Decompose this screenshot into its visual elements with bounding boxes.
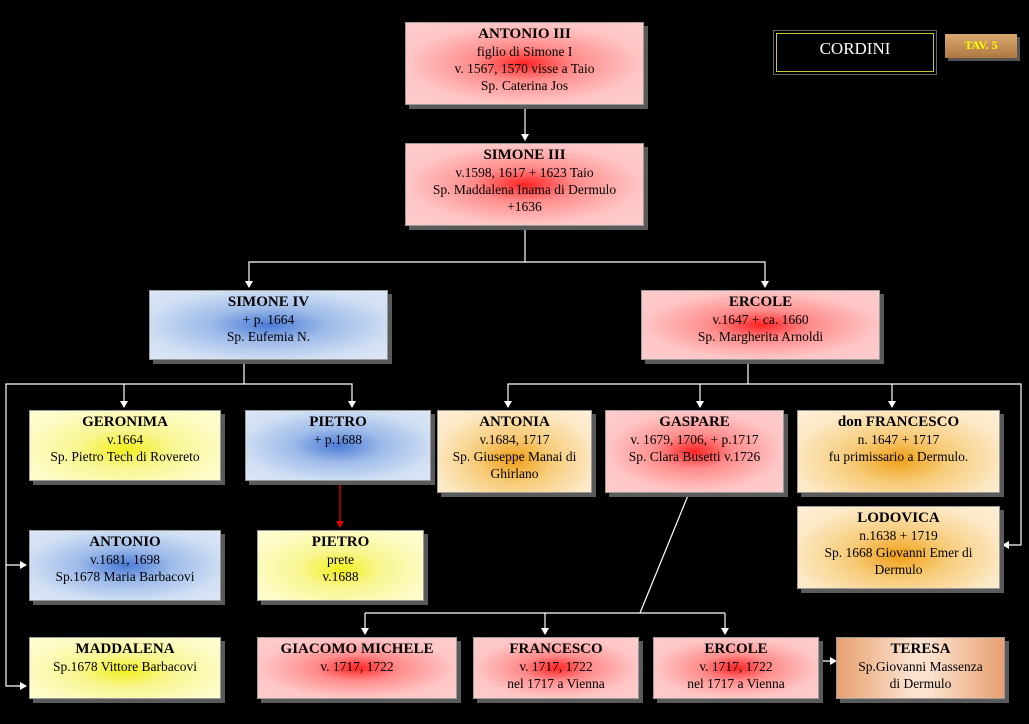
connector (120, 360, 245, 408)
person-simone-iii: SIMONE III v.1598, 1617 + 1623 Taio Sp. … (405, 143, 644, 226)
person-detail: Sp. Eufemia N. (226, 329, 311, 344)
connector (504, 360, 749, 408)
person-antonia: ANTONIA v.1684, 1717 Sp. Giuseppe Manai … (437, 410, 592, 493)
person-name: PIETRO (311, 534, 370, 550)
person-giacomo-michele: GIACOMO MICHELE v. 1717, 1722 (257, 637, 457, 699)
person-name: LODOVICA (857, 510, 940, 526)
person-name: PIETRO (309, 414, 367, 430)
person-name: MADDALENA (75, 641, 175, 657)
person-detail: Sp. Margherita Arnoldi (697, 329, 824, 344)
person-detail: Sp. Pietro Tech di Rovereto (50, 449, 200, 464)
person-name: GASPARE (659, 414, 730, 430)
person-detail: Dermulo (874, 562, 923, 577)
person-detail: v. 1567, 1570 visse a Taio (454, 61, 595, 76)
person-detail: Sp. Clara Busetti v.1726 (628, 449, 761, 464)
connector (639, 492, 690, 614)
person-ercole-1: ERCOLE v.1647 + ca. 1660 Sp. Margherita … (641, 290, 880, 360)
person-detail: v.1647 + ca. 1660 (712, 312, 809, 327)
person-name: ANTONIA (479, 414, 550, 430)
person-name: ERCOLE (728, 294, 793, 310)
person-detail: v. 1717, 1722 (699, 659, 773, 674)
person-detail: Sp.1678 Vittore Barbacovi (52, 659, 198, 674)
connector (5, 383, 124, 690)
person-detail: + p.1688 (313, 432, 363, 447)
family-title: CORDINI (773, 30, 937, 75)
person-detail: nel 1717 a Vienna (507, 676, 605, 691)
person-name: SIMONE IV (227, 294, 310, 310)
person-simone-iv: SIMONE IV + p. 1664 Sp. Eufemia N. (149, 290, 388, 360)
person-detail: n. 1647 + 1717 (857, 432, 940, 447)
person-detail: Sp.1678 Maria Barbacovi (55, 569, 195, 584)
person-name: GERONIMA (82, 414, 168, 430)
person-name: ERCOLE (704, 641, 768, 657)
person-detail: v. 1679, 1706, + p.1717 (630, 432, 759, 447)
person-detail: nel 1717 a Vienna (687, 676, 785, 691)
person-lodovica: LODOVICA n.1638 + 1719 Sp. 1668 Giovanni… (797, 506, 1000, 589)
person-detail: v. 1717, 1722 (519, 659, 593, 674)
person-name: SIMONE III (483, 147, 566, 163)
person-detail: v. 1717, 1722 (320, 659, 394, 674)
person-detail: v.1598, 1617 + 1623 Taio (455, 165, 594, 180)
person-detail: Sp. Maddalena Inama di Dermulo (432, 182, 617, 197)
person-name: ANTONIO III (478, 26, 571, 42)
person-detail: Ghirlano (490, 466, 539, 481)
person-detail: Sp. Giuseppe Manai di (452, 449, 577, 464)
person-francesco: FRANCESCO v. 1717, 1722 nel 1717 a Vienn… (473, 637, 639, 699)
person-name: TERESA (890, 641, 951, 657)
person-detail: +1636 (507, 199, 542, 214)
connector (245, 226, 526, 288)
person-detail: v.1684, 1717 (479, 432, 550, 447)
connector (892, 383, 1022, 549)
person-don-francesco: don FRANCESCO n. 1647 + 1717 fu primissa… (797, 410, 1000, 493)
person-detail: Sp.Giovanni Massenza (858, 659, 983, 674)
person-ercole-2: ERCOLE v. 1717, 1722 nel 1717 a Vienna (653, 637, 819, 699)
person-maddalena: MADDALENA Sp.1678 Vittore Barbacovi (29, 637, 221, 699)
person-detail: + p. 1664 (242, 312, 295, 327)
person-name: GIACOMO MICHELE (280, 641, 434, 657)
person-name: don FRANCESCO (837, 414, 960, 430)
person-detail: figlio di Simone I (476, 44, 573, 59)
person-pietro-2: PIETRO prete v.1688 (257, 530, 424, 601)
person-detail: prete (327, 552, 354, 567)
connector (748, 383, 896, 408)
person-antonio-2: ANTONIO v.1681, 1698 Sp.1678 Maria Barba… (29, 530, 221, 601)
person-name: ANTONIO (89, 534, 161, 550)
person-detail: Sp. Caterina Jos (480, 78, 569, 93)
person-detail: v.1681, 1698 (90, 552, 160, 567)
person-detail: fu primissario a Dermulo. (828, 449, 969, 464)
person-teresa: TERESA Sp.Giovanni Massenza di Dermulo (836, 637, 1005, 699)
person-gaspare: GASPARE v. 1679, 1706, + p.1717 Sp. Clar… (605, 410, 784, 493)
person-detail: v.1664 (106, 432, 144, 447)
person-pietro-1: PIETRO + p.1688 (245, 410, 431, 481)
person-antonio-iii: ANTONIO III figlio di Simone I v. 1567, … (405, 22, 644, 105)
connector (244, 383, 356, 408)
person-detail: di Dermulo (889, 676, 952, 691)
person-detail: n.1638 + 1719 (859, 528, 938, 543)
table-label: TAV. 5 (945, 34, 1017, 58)
person-detail: v.1688 (322, 569, 359, 584)
person-geronima: GERONIMA v.1664 Sp. Pietro Tech di Rover… (29, 410, 221, 481)
connector (525, 261, 769, 288)
person-detail: Sp. 1668 Giovanni Emer di (824, 545, 973, 560)
person-name: FRANCESCO (509, 641, 603, 657)
